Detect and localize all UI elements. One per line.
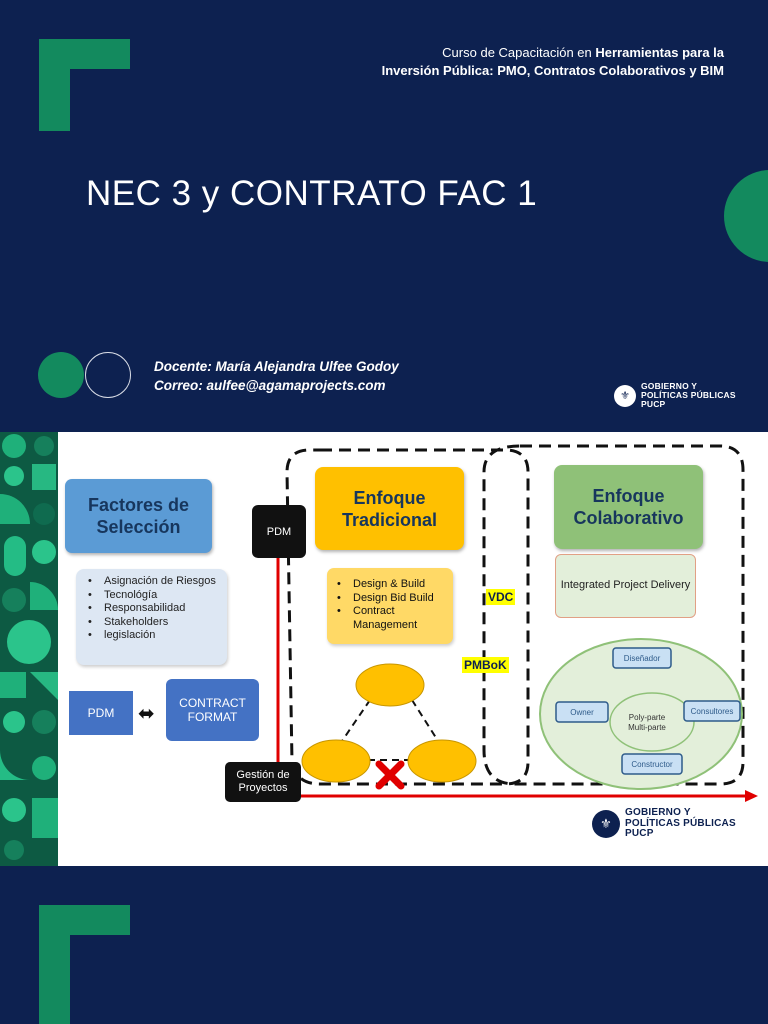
oval-top [355, 663, 425, 707]
course-bold-2: Inversión Pública: PMO, Contratos Colabo… [381, 63, 724, 78]
node-consultores-box [683, 700, 741, 722]
decor-shapes [39, 39, 130, 131]
red-x-icon [375, 760, 405, 790]
decor-circle-filled [38, 352, 84, 398]
teacher-info: Docente: María Alejandra Ulfee Godoy Cor… [154, 357, 399, 395]
node-constructor: Constructor [631, 760, 673, 769]
list-item: Contract Management [337, 605, 447, 632]
node-consultores: Consultores [691, 707, 734, 716]
course-bold-1: Herramientas para la [595, 45, 724, 60]
decor-shapes-3 [39, 905, 130, 1024]
traditional-box: Enfoque Tradicional [315, 467, 464, 550]
list-item: Design Bid Build [337, 592, 447, 606]
oval-right [407, 739, 477, 783]
seal-icon: ⚜ [592, 809, 620, 838]
course-prefix: Curso de Capacitación en [442, 45, 596, 60]
diagram-graphics: Diseñador Owner Consultores Constructor … [276, 444, 758, 802]
list-item: Tecnológía [88, 589, 221, 603]
corner-shape [39, 905, 130, 1024]
pdm-box-left: PDM [69, 691, 133, 735]
list-item: legislación [88, 629, 221, 643]
node-owner-box [555, 701, 609, 723]
traditional-list-box: Design & Build Design Bid Build Contract… [327, 568, 453, 644]
factores-list-box: Asignación de Riesgos Tecnológía Respons… [76, 569, 227, 665]
factores-list: Asignación de Riesgos Tecnológía Respons… [88, 575, 221, 643]
center-label-1: Poly-parte [629, 713, 666, 722]
logo-text: GOBIERNO Y POLÍTICAS PÚBLICAS PUCP [641, 382, 736, 409]
logo-line-3: PUCP [641, 399, 666, 409]
triangle-edge-left [339, 699, 371, 745]
pdm-box-black: PDM [252, 505, 306, 558]
axis-arrowhead [745, 790, 758, 802]
contract-format-box: CONTRACT FORMAT [166, 679, 259, 741]
logo-line-1: GOBIERNO Y [625, 807, 691, 818]
course-heading: Curso de Capacitación en Herramientas pa… [382, 44, 724, 80]
list-item: Design & Build [337, 578, 447, 592]
logo-line-2: POLÍTICAS PÚBLICAS [641, 390, 736, 400]
center-label-2: Multi-parte [628, 723, 666, 732]
ipd-box: Integrated Project Delivery [555, 554, 696, 618]
logo-line-2: POLÍTICAS PÚBLICAS [625, 817, 736, 829]
corner-shape [39, 39, 130, 131]
list-item: Stakeholders [88, 616, 221, 630]
pucp-logo-slide2: ⚜ GOBIERNO Y POLÍTICAS PÚBLICAS PUCP [592, 807, 736, 840]
teacher-name: Docente: María Alejandra Ulfee Godoy [154, 359, 399, 374]
collaborative-box: Enfoque Colaborativo [554, 465, 703, 549]
factores-box: Factores de Selección [65, 479, 212, 553]
collaborative-dashed-frame [482, 444, 745, 786]
pmbok-tag: PMBoK [462, 657, 509, 673]
list-item: Responsabilidad [88, 602, 221, 616]
collab-center-ellipse [609, 692, 695, 752]
node-owner: Owner [570, 708, 594, 717]
double-arrow-icon: ⬌ [138, 703, 155, 725]
decor-pattern [0, 432, 58, 866]
logo-text: GOBIERNO Y POLÍTICAS PÚBLICAS PUCP [625, 807, 736, 840]
seal-icon: ⚜ [614, 384, 636, 407]
slide-title: NEC 3 y CONTRATO FAC 1 [86, 174, 538, 213]
pucp-logo: ⚜ GOBIERNO Y POLÍTICAS PÚBLICAS PUCP [614, 382, 736, 409]
decor-circle-outline [85, 352, 131, 398]
traditional-list: Design & Build Design Bid Build Contract… [337, 578, 447, 632]
list-item: Asignación de Riesgos [88, 575, 221, 589]
vdc-tag: VDC [486, 589, 516, 605]
traditional-dashed-frame [285, 448, 530, 786]
teacher-email: Correo: aulfee@agamaprojects.com [154, 378, 386, 393]
node-disenador-box [612, 647, 672, 669]
logo-line-3: PUCP [625, 828, 654, 839]
gestion-box: Gestión de Proyectos [225, 762, 301, 802]
logo-line-1: GOBIERNO Y [641, 381, 698, 391]
title-slide: Curso de Capacitación en Herramientas pa… [0, 0, 768, 432]
oval-left [301, 739, 371, 783]
diagram-slide: Diseñador Owner Consultores Constructor … [0, 432, 768, 866]
node-constructor-box [621, 753, 683, 775]
node-disenador: Diseñador [624, 654, 661, 663]
next-slide-partial [0, 866, 768, 1024]
triangle-edge-right [411, 699, 441, 745]
